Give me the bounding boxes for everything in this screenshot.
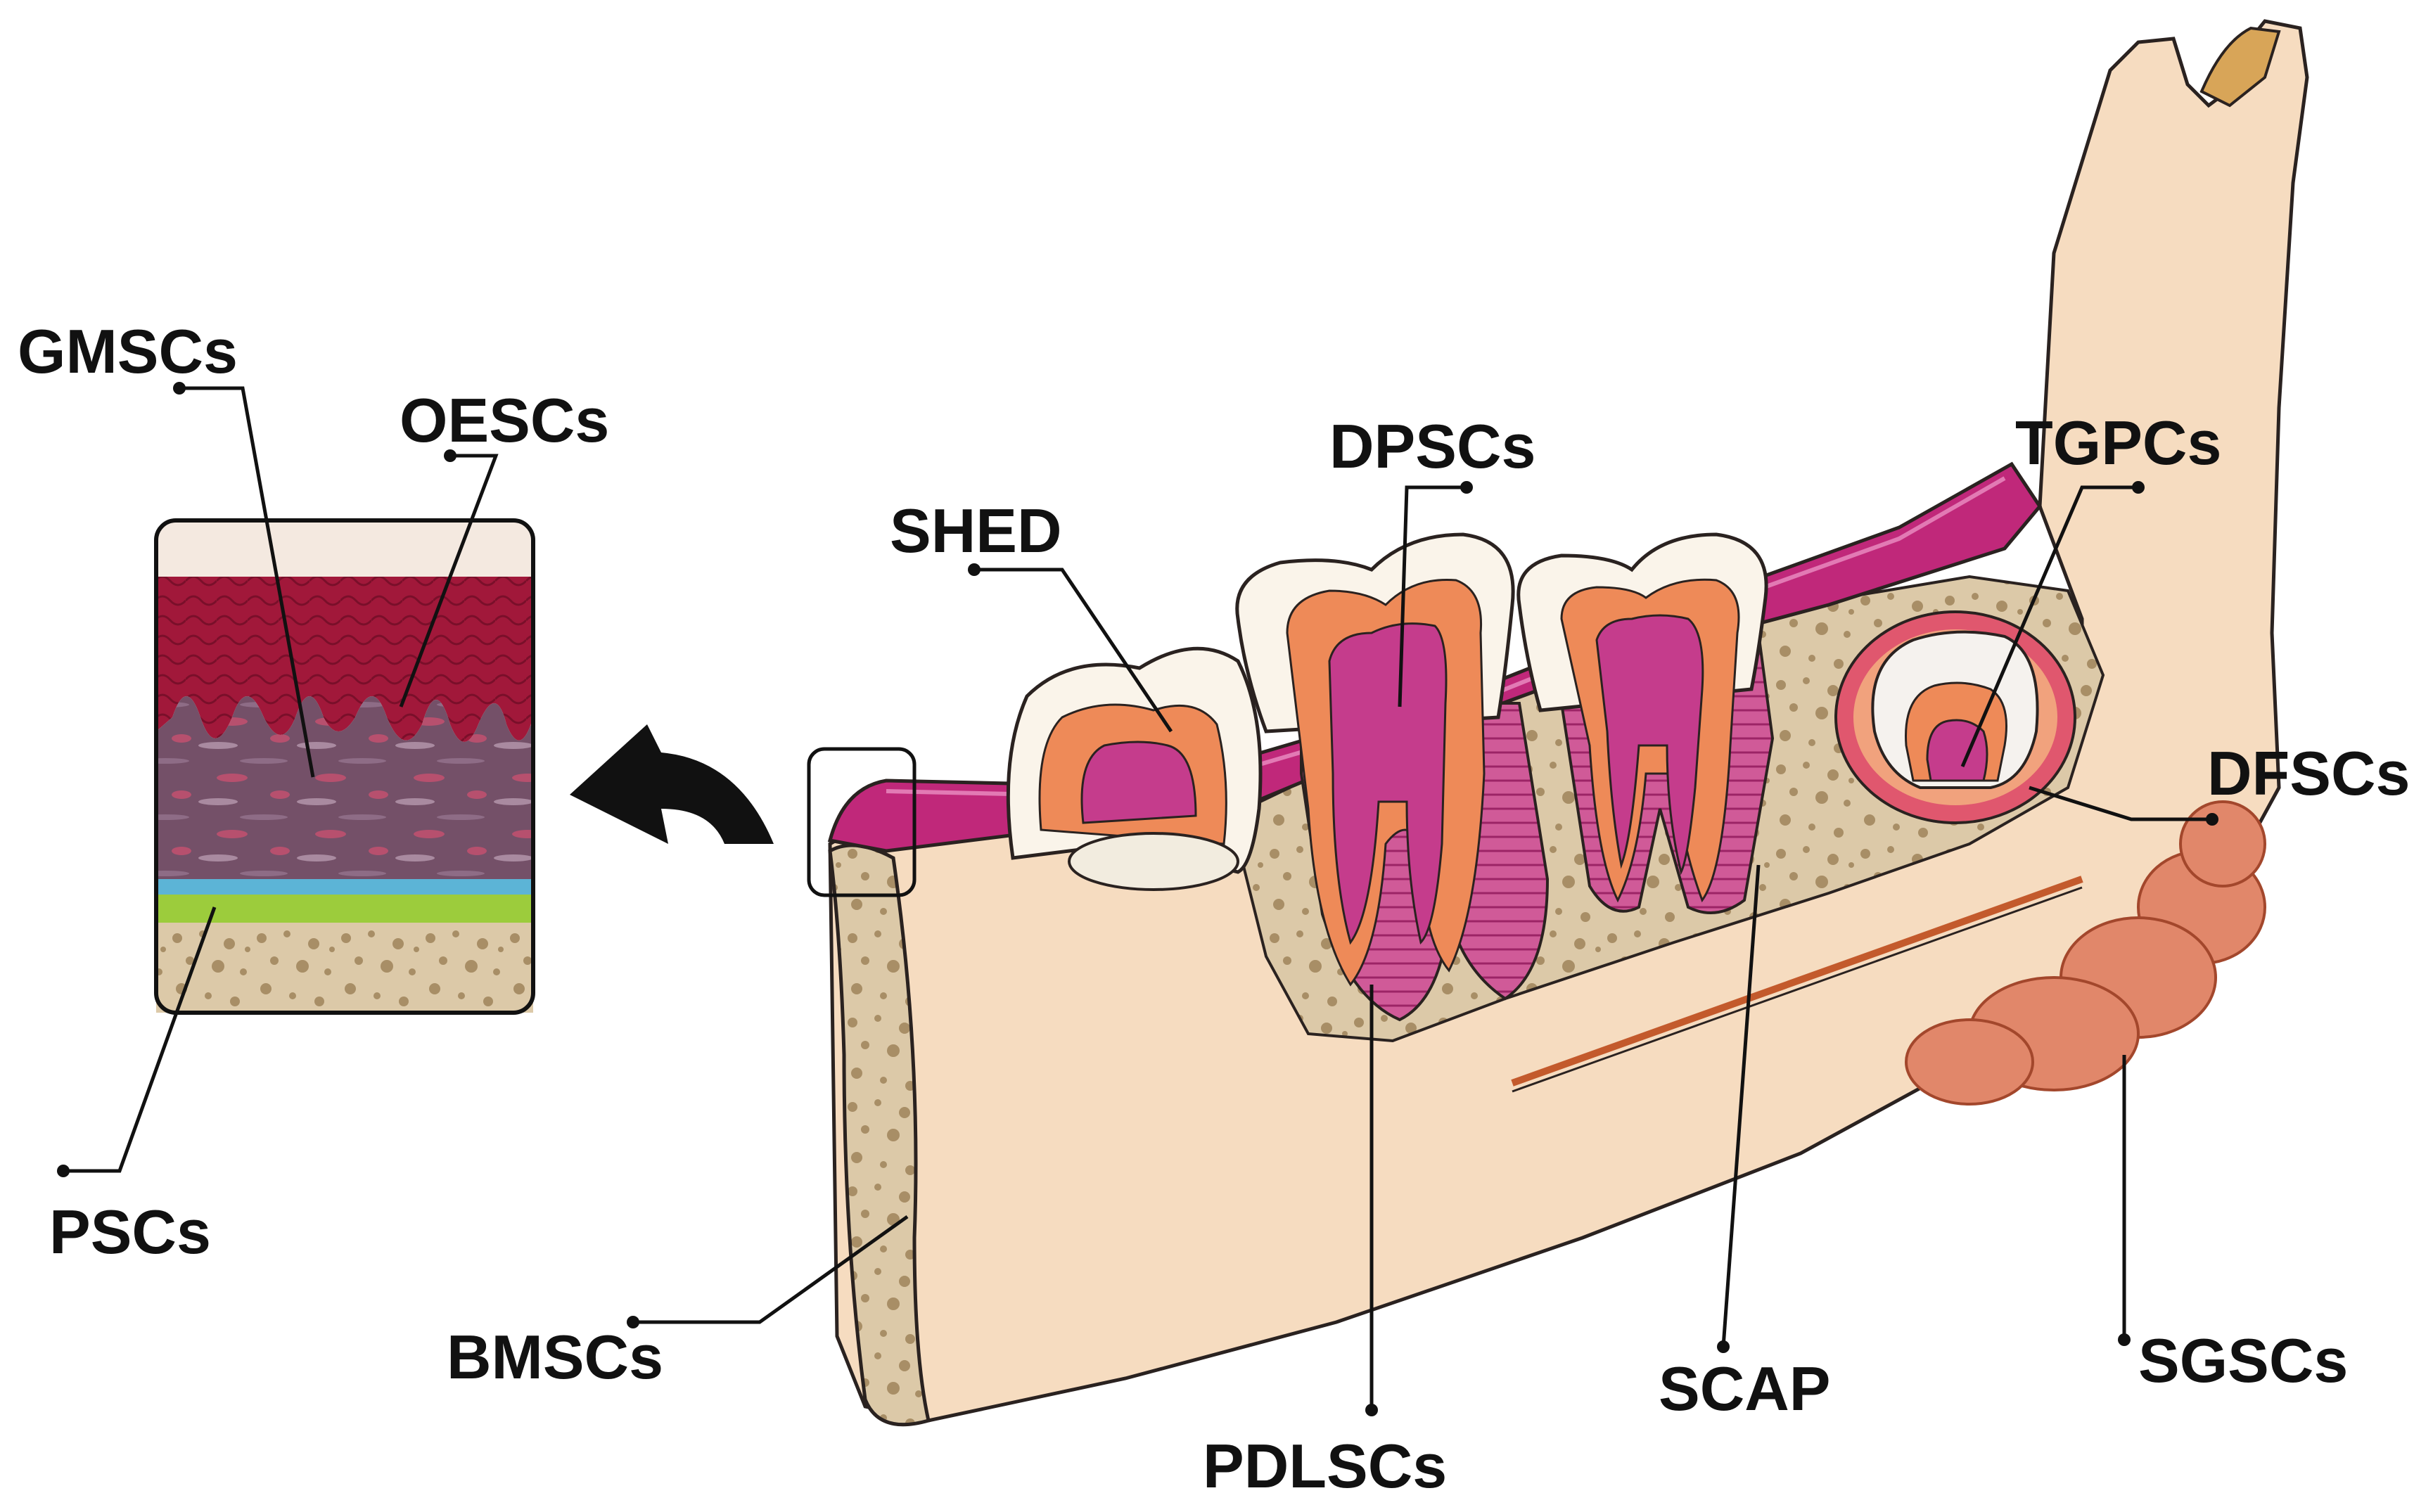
second-molar xyxy=(1516,532,1775,914)
periosteum-blue xyxy=(156,879,533,895)
second-molar-pulp xyxy=(1595,614,1704,876)
epithelium-layer xyxy=(156,577,533,742)
label-oescs: OESCs xyxy=(400,385,609,455)
successor-tooth-bud xyxy=(1068,832,1239,891)
label-gmscs: GMSCs xyxy=(18,316,238,386)
labels: GMSCs OESCs PSCs SHED DPSCs TGPCs DFSCs … xyxy=(18,316,2410,1501)
inset-frame xyxy=(154,518,535,1015)
label-shed: SHED xyxy=(890,496,1062,565)
lamina-propria xyxy=(156,696,533,879)
primary-tooth xyxy=(1006,646,1263,891)
first-molar xyxy=(1235,532,1550,1022)
bone-layer xyxy=(156,923,533,1013)
zoom-box xyxy=(807,747,917,897)
developing-tooth xyxy=(1834,610,2076,824)
alveolar-canal xyxy=(1511,876,2083,1087)
label-pscs: PSCs xyxy=(49,1197,211,1267)
curved-arrow xyxy=(570,724,774,844)
alveolar-canal-edge xyxy=(1512,886,2083,1093)
periosteum-green xyxy=(156,895,533,923)
tooth-germ-pulp xyxy=(1926,719,1988,782)
label-scap: SCAP xyxy=(1659,1354,1831,1423)
salivary-gland xyxy=(1905,800,2266,1106)
label-bmscs: BMSCs xyxy=(447,1322,663,1392)
condyle-notch xyxy=(2199,26,2281,108)
label-sgscs: SGSCs xyxy=(2138,1326,2348,1395)
tissue-inset xyxy=(154,518,535,1015)
leader-lines xyxy=(57,382,2218,1416)
primary-tooth-pulp xyxy=(1080,741,1197,824)
first-molar-pulp xyxy=(1328,622,1448,945)
label-pdlscs: PDLSCs xyxy=(1203,1431,1447,1501)
label-dfscs: DFSCs xyxy=(2207,738,2410,808)
label-dpscs: DPSCs xyxy=(1329,411,1535,481)
cross-section-face xyxy=(828,843,931,1427)
label-tgpcs: TGPCs xyxy=(2015,408,2221,478)
